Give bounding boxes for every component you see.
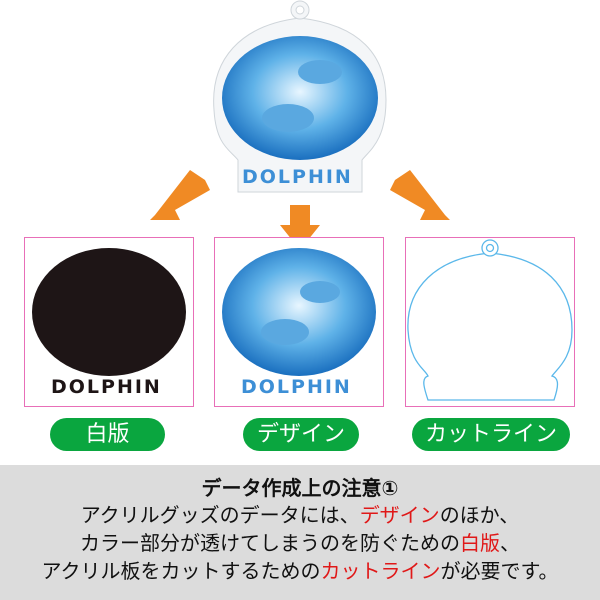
text: が必要です。: [440, 559, 559, 583]
note-section: データ作成上の注意① アクリルグッズのデータには、デザインのほか、 カラー部分が…: [0, 465, 600, 600]
text: のほか、: [439, 503, 520, 527]
note-title: データ作成上の注意①: [201, 476, 399, 500]
panel-cut-line: [405, 237, 575, 407]
highlight-text: 白版: [460, 531, 500, 555]
arrow-left-icon: [150, 170, 210, 220]
highlight-text: カットライン: [320, 559, 441, 583]
arrows: [150, 170, 450, 250]
arrow-right-icon: [390, 170, 450, 220]
note-line-2: カラー部分が透けてしまうのを防ぐための白版、: [0, 529, 600, 557]
product-logo: DOLPHIN: [242, 166, 353, 188]
text: カラー部分が透けてしまうのを防ぐための: [80, 531, 460, 555]
acrylic-keychain-image: [213, 0, 387, 193]
panel-design: DOLPHIN: [214, 237, 384, 407]
label-white-plate: 白版: [50, 418, 165, 451]
text: アクリルグッズのデータには、: [80, 503, 360, 527]
text: アクリル板をカットするための: [41, 559, 321, 583]
label-design: デザイン: [243, 418, 359, 451]
arrow-down-icon: [280, 205, 320, 250]
note-line-3: アクリル板をカットするためのカットラインが必要です。: [0, 557, 600, 585]
note-line-1: アクリルグッズのデータには、デザインのほか、: [0, 501, 600, 529]
highlight-text: デザイン: [359, 503, 440, 527]
panel-white-plate: DOLPHIN: [24, 237, 194, 407]
panel-logo: DOLPHIN: [51, 376, 162, 398]
text: 、: [500, 531, 520, 555]
label-cut-line: カットライン: [412, 418, 570, 451]
panel-logo: DOLPHIN: [241, 376, 352, 398]
